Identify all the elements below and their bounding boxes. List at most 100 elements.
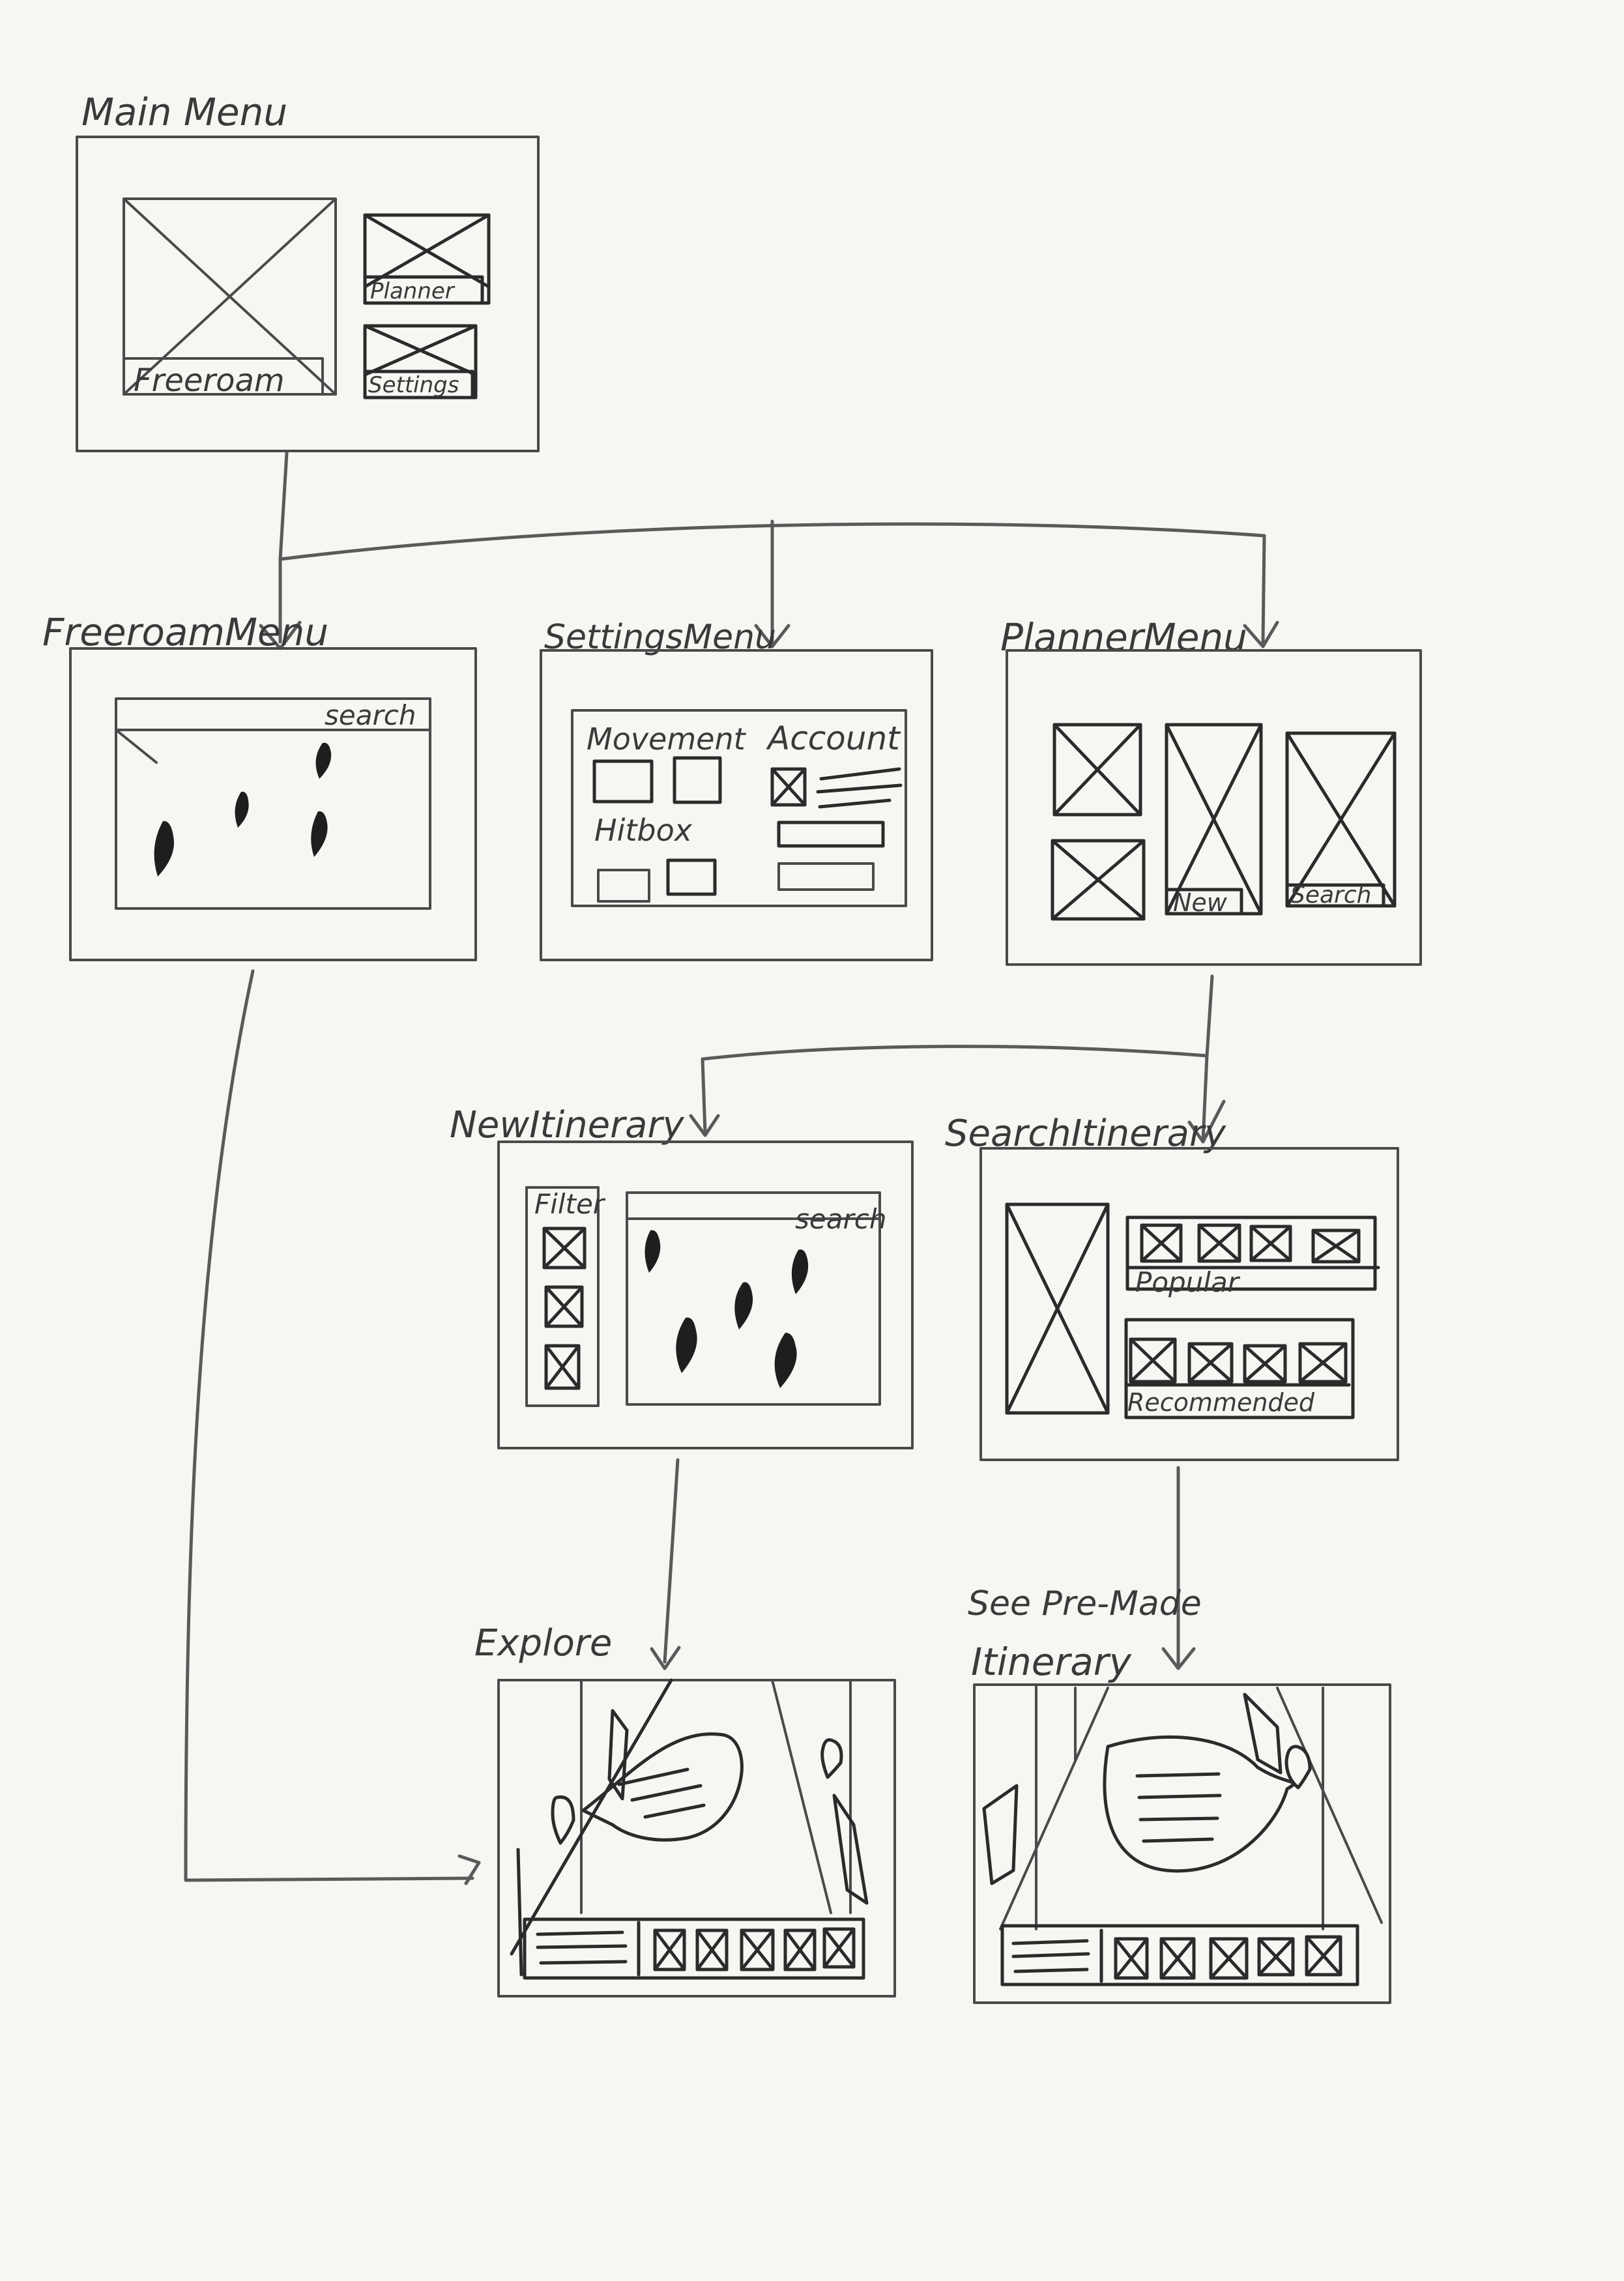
map-pin-icon xyxy=(734,1282,753,1329)
account-text-lines xyxy=(816,767,903,809)
freeroam-map[interactable]: search xyxy=(115,697,431,910)
explore-item-4[interactable] xyxy=(783,1928,817,1971)
map-pin-icon[interactable] xyxy=(820,1738,843,1779)
connector-main-down xyxy=(278,451,289,561)
image-placeholder-icon xyxy=(363,213,491,289)
planner-menu-title: PlannerMenu xyxy=(1000,615,1247,660)
explore-item-5[interactable] xyxy=(822,1927,856,1969)
connector-branch-row1 xyxy=(278,522,1266,561)
freeroam-menu-frame xyxy=(69,647,477,961)
map-pin-icon xyxy=(774,1332,797,1388)
premade-item-3[interactable] xyxy=(1209,1937,1249,1980)
settings-tile[interactable]: Settings xyxy=(363,324,478,400)
map-pin-icon xyxy=(235,791,249,828)
recommended-item-4[interactable] xyxy=(1298,1342,1348,1384)
recommended-item-1[interactable] xyxy=(1129,1337,1177,1384)
arrowhead-settings xyxy=(754,624,790,648)
popular-item-1[interactable] xyxy=(1140,1223,1183,1263)
planner-new-label: New xyxy=(1173,888,1228,917)
main-menu-frame xyxy=(76,136,540,452)
premade-scene xyxy=(982,1683,1383,1930)
arrowhead-explore-side xyxy=(457,1854,481,1885)
map-pin-icon xyxy=(154,821,174,877)
hitbox-option-1[interactable] xyxy=(597,869,650,903)
premade-item-1[interactable] xyxy=(1114,1937,1149,1980)
recommended-item-3[interactable] xyxy=(1243,1344,1287,1384)
new-itinerary-title: NewItinerary xyxy=(450,1104,684,1146)
premade-item-4[interactable] xyxy=(1257,1937,1295,1977)
planner-search-label: Search xyxy=(1290,882,1371,908)
movement-option-1[interactable] xyxy=(592,759,654,804)
popular-row: Popular xyxy=(1125,1215,1380,1298)
premade-title-line1: See Pre-Made xyxy=(968,1584,1202,1623)
flow-connectors xyxy=(184,451,1279,1885)
popular-item-2[interactable] xyxy=(1197,1223,1241,1263)
speech-bubble-icon[interactable] xyxy=(581,1732,744,1842)
filter-label: Filter xyxy=(534,1188,606,1220)
planner-new-button[interactable]: New xyxy=(1165,723,1263,917)
image-placeholder-icon xyxy=(123,197,337,396)
featured-itinerary-tile[interactable] xyxy=(1005,1202,1110,1415)
freeroam-tile[interactable]: Freeroam xyxy=(123,197,337,399)
account-checkbox[interactable] xyxy=(770,767,807,807)
settings-panel xyxy=(571,709,907,907)
premade-item-5[interactable] xyxy=(1305,1935,1342,1977)
image-placeholder-icon xyxy=(1051,839,1146,921)
popular-item-3[interactable] xyxy=(1249,1225,1292,1262)
arrowhead-explore xyxy=(650,1646,681,1670)
account-field-1[interactable] xyxy=(777,821,885,848)
image-placeholder-icon xyxy=(363,324,478,377)
popular-item-4[interactable] xyxy=(1311,1228,1361,1264)
map-pin-icon xyxy=(551,1795,575,1845)
arrowhead-search-itinerary xyxy=(1187,1099,1226,1144)
explore-frame xyxy=(497,1679,896,1998)
planner-tile-1[interactable] xyxy=(1052,723,1142,817)
explore-scene xyxy=(510,1678,869,1977)
explore-bottom-bar xyxy=(523,1917,865,1980)
movement-label: Movement xyxy=(587,721,747,757)
filter-checkbox-1[interactable] xyxy=(542,1227,587,1270)
arrow-to-new-itinerary xyxy=(701,1057,707,1135)
premade-frame xyxy=(973,1683,1391,2004)
settings-menu-screen: SettingsMenu Movement Hitbox Account xyxy=(540,618,933,961)
speech-bubble-icon[interactable] xyxy=(1103,1735,1296,1873)
main-menu-title: Main Menu xyxy=(81,90,287,134)
map-pin-icon[interactable] xyxy=(1284,1745,1312,1790)
main-menu-screen: Main Menu Freeroam Planner Settings xyxy=(76,90,540,452)
explore-item-1[interactable] xyxy=(653,1928,686,1971)
search-itinerary-screen: SearchItinerary Popular Recommended xyxy=(945,1112,1399,1461)
new-itinerary-search-label: search xyxy=(795,1203,886,1235)
hitbox-label: Hitbox xyxy=(594,813,693,848)
planner-tile[interactable]: Planner xyxy=(363,213,491,305)
planner-menu-screen: PlannerMenu New Search xyxy=(1000,615,1422,966)
arrow-to-search-itinerary xyxy=(1201,1054,1209,1142)
new-itinerary-map[interactable]: search xyxy=(626,1191,886,1406)
premade-item-2[interactable] xyxy=(1159,1937,1196,1980)
explore-info-lines xyxy=(536,1930,628,1965)
image-placeholder-icon xyxy=(1052,723,1142,817)
movement-option-2[interactable] xyxy=(673,756,722,804)
planner-tile-2[interactable] xyxy=(1051,839,1146,921)
explore-item-2[interactable] xyxy=(695,1928,729,1971)
arrowhead-premade xyxy=(1161,1647,1196,1670)
freeroam-label: Freeroam xyxy=(134,362,285,399)
settings-label: Settings xyxy=(368,372,459,398)
map-pin-icon xyxy=(311,811,328,857)
premade-info-lines xyxy=(1011,1939,1090,1973)
search-itinerary-frame xyxy=(979,1147,1399,1461)
image-placeholder-icon xyxy=(1165,723,1263,916)
planner-search-button[interactable]: Search xyxy=(1285,731,1397,908)
freeroam-menu-title: FreeroamMenu xyxy=(42,610,328,654)
explore-item-3[interactable] xyxy=(740,1928,775,1971)
filter-checkbox-3[interactable] xyxy=(544,1344,581,1390)
hitbox-option-2[interactable] xyxy=(666,858,717,896)
filter-checkbox-2[interactable] xyxy=(544,1285,584,1328)
account-field-2[interactable] xyxy=(777,862,875,891)
new-itinerary-frame xyxy=(497,1140,914,1449)
recommended-label: Recommended xyxy=(1127,1388,1315,1417)
recommended-item-2[interactable] xyxy=(1187,1342,1234,1384)
freeroam-search-label: search xyxy=(325,699,416,731)
image-placeholder-icon xyxy=(1285,731,1397,908)
arrow-to-planner xyxy=(1261,534,1266,644)
